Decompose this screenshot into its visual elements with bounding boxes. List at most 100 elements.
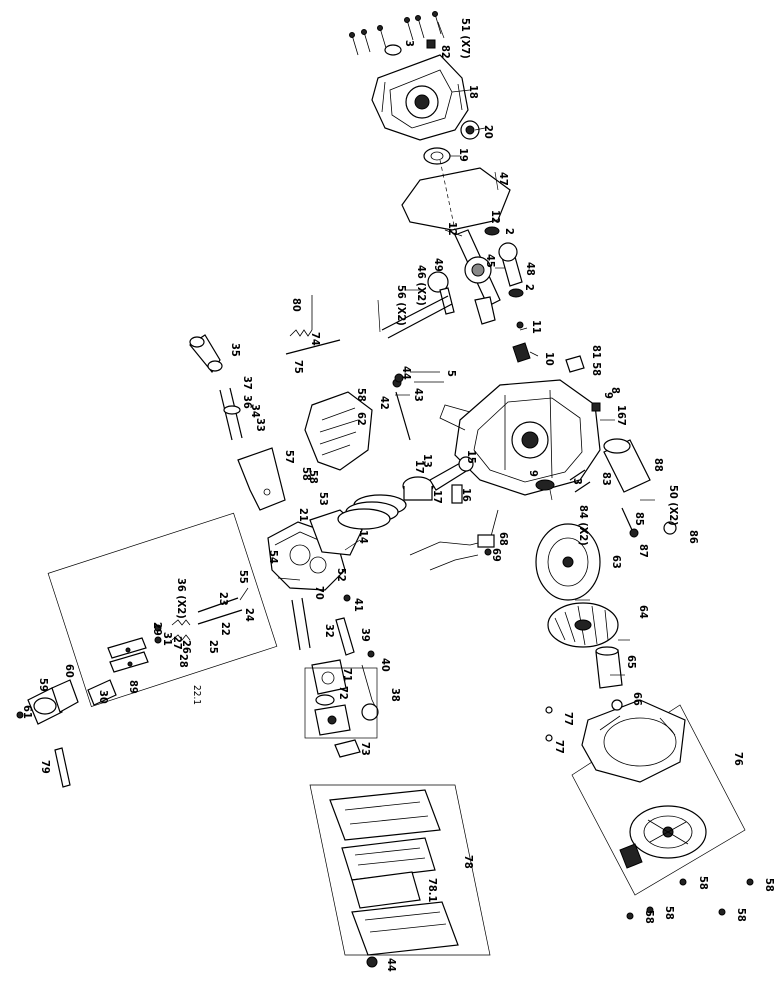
label-82: 82 xyxy=(439,45,452,59)
label-67: 67 xyxy=(615,412,628,426)
label-69: 69 xyxy=(490,548,503,562)
piston-13 xyxy=(402,476,434,501)
gasket-47 xyxy=(401,167,511,231)
label-26: 26 xyxy=(180,640,193,654)
connecting-rod-49 xyxy=(427,271,455,315)
label-89: 89 xyxy=(127,680,140,694)
label-25: 25 xyxy=(207,640,220,654)
frame-22-1 xyxy=(47,512,278,707)
label-10: 10 xyxy=(543,352,556,366)
governor-gear-20 xyxy=(460,120,480,140)
gasket-73 xyxy=(334,739,361,758)
carburetor-71 xyxy=(311,659,347,695)
blower-housing xyxy=(581,699,686,783)
heat-shield-57 xyxy=(237,447,286,511)
crankshaft-45 xyxy=(454,229,501,325)
part-81 xyxy=(565,355,585,373)
label-21: 21 xyxy=(297,508,310,522)
label-53: 53 xyxy=(317,492,330,506)
label-43: 43 xyxy=(412,388,425,402)
piston-rings-14 xyxy=(337,494,407,530)
label-8: 8 xyxy=(609,387,622,394)
label-44-b: 44 xyxy=(385,958,398,972)
recoil-starter xyxy=(629,805,707,859)
rocker-30 xyxy=(87,679,117,706)
label-78-1: 78.1 xyxy=(426,878,439,903)
plug-82 xyxy=(426,39,436,49)
label-16: 16 xyxy=(460,488,473,502)
label-88: 88 xyxy=(652,458,665,472)
label-68: 68 xyxy=(497,532,510,546)
label-65: 65 xyxy=(625,655,638,669)
label-77: 77 xyxy=(562,712,575,726)
flywheel-63 xyxy=(535,523,601,601)
sensors-85-87 xyxy=(621,507,677,538)
dipstick-43 xyxy=(392,378,411,441)
clamp-40 xyxy=(367,650,375,658)
label-9-b: 9 xyxy=(527,470,540,477)
label-66: 66 xyxy=(631,692,644,706)
label-42: 42 xyxy=(378,396,391,410)
label-85: 85 xyxy=(633,512,646,526)
fan-64 xyxy=(547,602,619,648)
label-77-b: 77 xyxy=(553,740,566,754)
label-52: 52 xyxy=(335,568,348,582)
label-58-d: 58 xyxy=(697,876,710,890)
bearing-19 xyxy=(423,147,451,165)
bracket-10 xyxy=(512,342,531,363)
label-17: 17 xyxy=(413,460,426,474)
label-31: 31 xyxy=(161,632,174,646)
cap-44-top xyxy=(394,373,404,383)
label-57: 57 xyxy=(283,450,296,464)
label-73: 73 xyxy=(359,742,372,756)
bolts-84 xyxy=(569,469,591,493)
knob-44 xyxy=(366,956,378,968)
label-50: 50 (X2) xyxy=(667,485,680,526)
label-58-h: 58 xyxy=(735,908,748,922)
label-23: 23 xyxy=(217,592,230,606)
plug-67 xyxy=(591,402,601,412)
spring-80 xyxy=(289,295,313,337)
label-28: 28 xyxy=(177,654,190,668)
label-70: 70 xyxy=(313,586,326,600)
label-14: 14 xyxy=(357,530,370,544)
label-80: 80 xyxy=(290,298,303,312)
label-58-c: 58 xyxy=(307,470,320,484)
label-40: 40 xyxy=(379,658,392,672)
airfilter-base xyxy=(329,789,441,841)
label-38: 38 xyxy=(389,688,402,702)
label-3: 3 xyxy=(403,40,416,47)
gasket-72 xyxy=(315,694,335,706)
carb-body xyxy=(314,704,351,736)
label-51: 51 (X7) xyxy=(459,18,472,59)
label-61: 61 xyxy=(21,705,34,719)
label-27: 27 xyxy=(171,636,184,650)
starter-88 xyxy=(603,438,651,493)
label-55: 55 xyxy=(237,570,250,584)
gasket-60 xyxy=(51,679,79,713)
label-58-e: 58 xyxy=(763,878,775,892)
exhaust-pipe-35 xyxy=(189,334,223,374)
label-12-top: 12 xyxy=(489,210,502,224)
label-12: 12 xyxy=(446,222,459,236)
pushrods-56 xyxy=(381,295,453,339)
label-36: 36 xyxy=(241,395,254,409)
studs-5 xyxy=(410,371,444,383)
wrench-79 xyxy=(54,747,71,788)
label-17-b: 17 xyxy=(431,490,444,504)
label-81-58: 81 58 xyxy=(590,345,603,376)
label-2-top: 2 xyxy=(503,228,516,235)
label-19: 19 xyxy=(457,148,470,162)
frame-78 xyxy=(309,784,491,956)
label-13: 13 xyxy=(421,454,434,468)
valve-cover-59 xyxy=(27,687,63,725)
leader-lines xyxy=(239,21,655,676)
label-18: 18 xyxy=(467,85,480,99)
label-2: 2 xyxy=(523,284,536,291)
label-1: 1 xyxy=(615,405,628,412)
seal-3-top xyxy=(384,44,402,56)
label-54: 54 xyxy=(267,550,280,564)
label-62: 62 xyxy=(355,412,368,426)
label-87: 87 xyxy=(637,544,650,558)
